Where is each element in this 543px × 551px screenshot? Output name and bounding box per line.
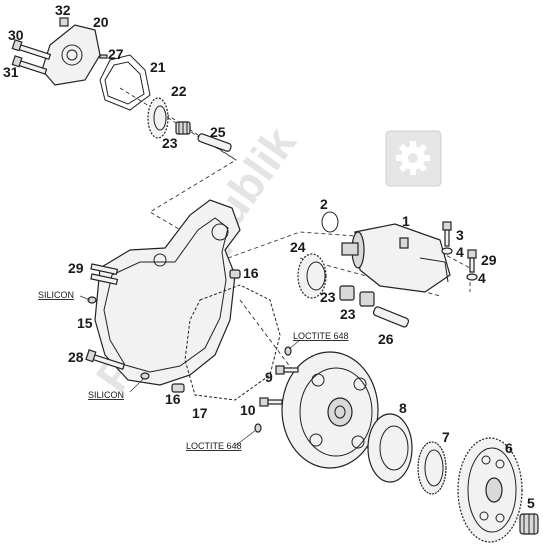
freewheel-7 [417,441,447,495]
bolt-32 [59,17,69,27]
screw-9 [275,365,299,375]
shaft-26 [372,306,410,328]
needle-bearing-23a [175,121,191,135]
label-21: 21 [150,59,166,75]
label-5: 5 [527,495,535,511]
label-10: 10 [240,402,256,418]
label-4a: 4 [456,244,464,260]
label-3: 3 [456,227,464,243]
label-22: 22 [171,83,187,99]
screw-10 [259,397,283,407]
bolt-30 [11,39,52,61]
needle-bearing-5 [519,513,539,535]
label-6: 6 [505,440,513,456]
label-24: 24 [290,239,306,255]
dowel-16a [229,269,241,279]
part-labels: 1 2 3 4 4 5 6 7 8 9 10 15 16 16 17 20 21… [3,2,535,511]
label-4b: 4 [478,270,486,286]
label-23b: 23 [320,289,336,305]
bolt-28 [85,349,126,371]
note-loctite-bottom: LOCTITE 648 [186,441,242,451]
label-7: 7 [442,429,450,445]
label-29a: 29 [68,260,84,276]
pin-27 [99,54,108,59]
label-9: 9 [265,369,273,385]
shaft-25 [197,133,232,152]
label-20: 20 [93,14,109,30]
freewheel-housing [367,413,413,483]
needle-bearing-23b [339,285,355,301]
label-27: 27 [108,46,124,62]
label-17: 17 [192,405,208,421]
needle-bearing-23c [359,291,375,307]
label-15: 15 [77,315,93,331]
label-28: 28 [68,349,84,365]
note-silicon-top: SILICON [38,290,74,300]
label-25: 25 [210,124,226,140]
gasket-21 [99,54,151,111]
label-2: 2 [320,196,328,212]
silicon-dot-top [87,296,97,304]
label-16a: 16 [243,265,259,281]
gear-icon[interactable] [385,130,442,187]
loctite-dot-bottom [254,423,262,433]
label-29b: 29 [481,252,497,268]
starter-motor [341,223,451,293]
label-8: 8 [399,400,407,416]
flywheel-rotor [281,351,379,469]
bolt-29-right [467,249,477,273]
label-1: 1 [402,213,410,229]
silicon-dot-bottom [140,372,150,380]
ignition-cover [94,199,241,386]
label-16b: 16 [165,391,181,407]
label-26: 26 [378,331,394,347]
note-leaders [79,295,301,447]
label-32: 32 [55,2,71,18]
note-loctite-top: LOCTITE 648 [293,331,349,341]
note-labels: SILICON SILICON LOCTITE 648 LOCTITE 648 [38,290,349,451]
label-23c: 23 [340,306,356,322]
note-silicon-bottom: SILICON [88,390,124,400]
gear-6 [457,437,523,543]
dowel-16b [171,383,185,393]
o-ring-2 [321,211,339,233]
gasket-17 [184,284,281,401]
bolt-3 [442,221,452,247]
label-23a: 23 [162,135,178,151]
bolt-31 [11,55,48,75]
bolt-29-left [90,263,119,286]
washer-4b [466,273,478,281]
label-30: 30 [8,27,24,43]
label-31: 31 [3,64,19,80]
washer-4a [441,247,453,255]
gear-22 [147,97,169,139]
gear-24 [297,253,327,299]
